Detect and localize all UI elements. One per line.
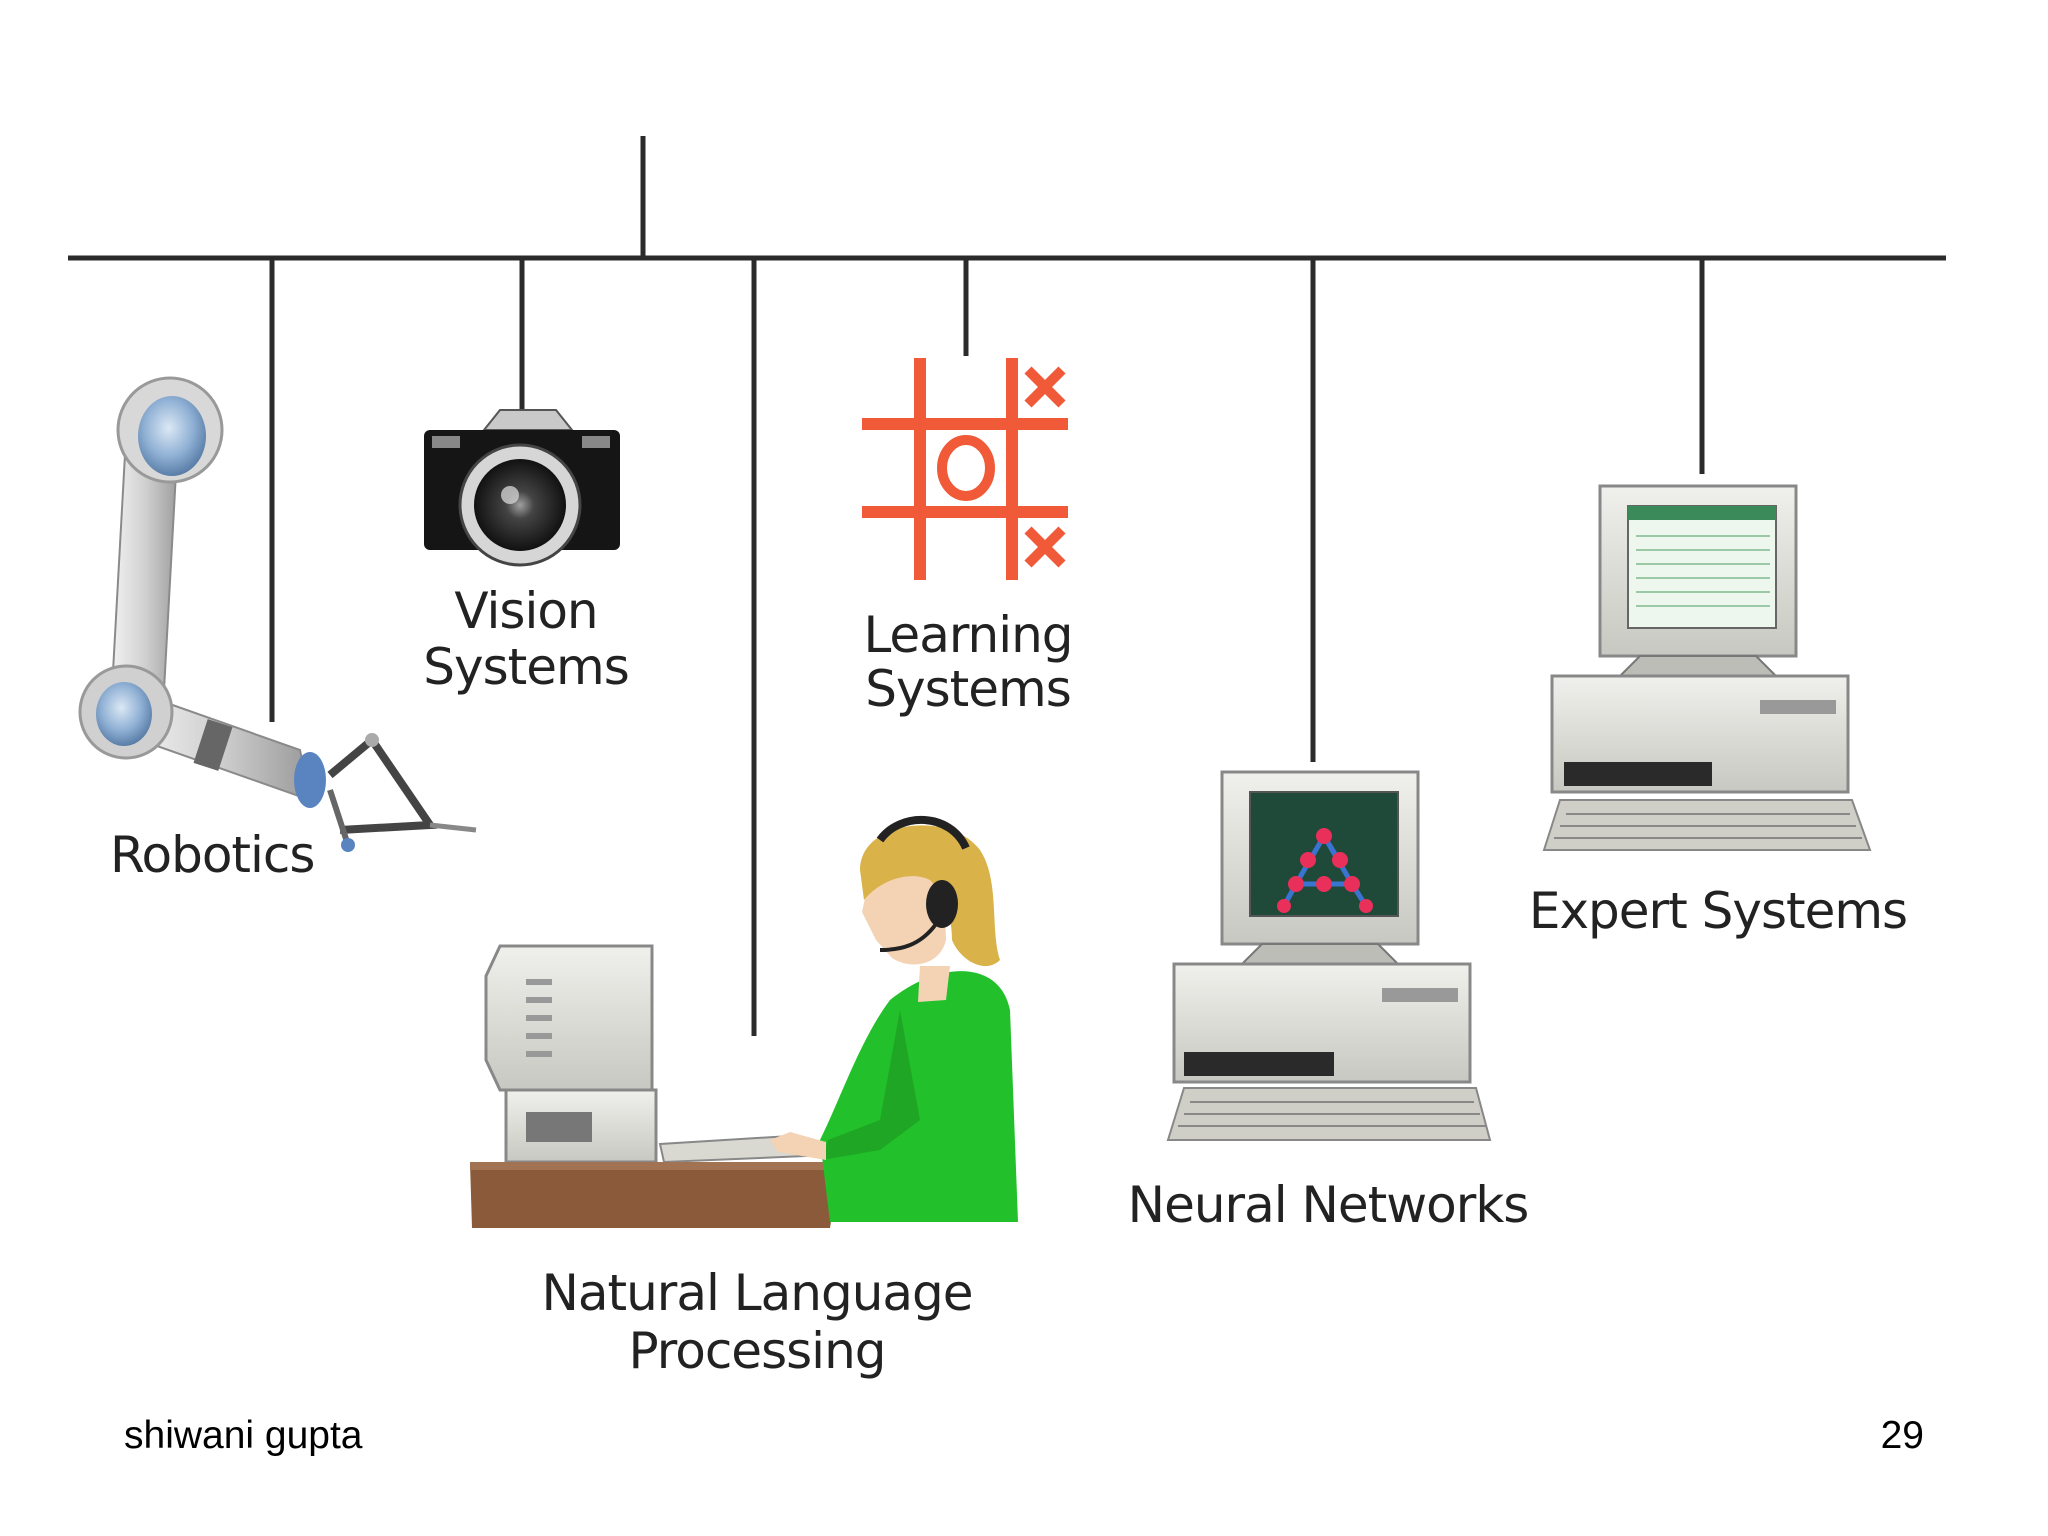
vision-label-line-1: Vision [454, 582, 597, 640]
expert-systems-label: Expert Systems [1529, 882, 1907, 940]
computer-neural-network-icon [1166, 770, 1492, 1141]
nlp-label-line-1: Natural Language [541, 1264, 972, 1322]
vision-label-line-2: Systems [423, 638, 629, 696]
learning-label-line-2: Systems [865, 660, 1071, 718]
nlp-label: Natural Language Processing [541, 1264, 973, 1380]
nlp-label-line-2: Processing [629, 1322, 886, 1380]
vision-label: Vision Systems [423, 582, 630, 696]
computer-expert-system-icon [1542, 484, 1872, 851]
robotics-label: Robotics [110, 826, 314, 884]
page-number: 29 [1880, 1414, 1924, 1457]
camera-icon [424, 409, 620, 567]
learning-label-line-1: Learning [863, 606, 1072, 664]
footer-author: shiwani gupta [124, 1414, 363, 1457]
robot-arm-icon [78, 376, 477, 852]
learning-label: Learning Systems [863, 606, 1073, 718]
tree-lines [68, 136, 1946, 1036]
tic-tac-toe-icon [862, 358, 1068, 580]
neural-networks-label: Neural Networks [1128, 1176, 1529, 1234]
person-at-computer-icon [470, 816, 1018, 1228]
